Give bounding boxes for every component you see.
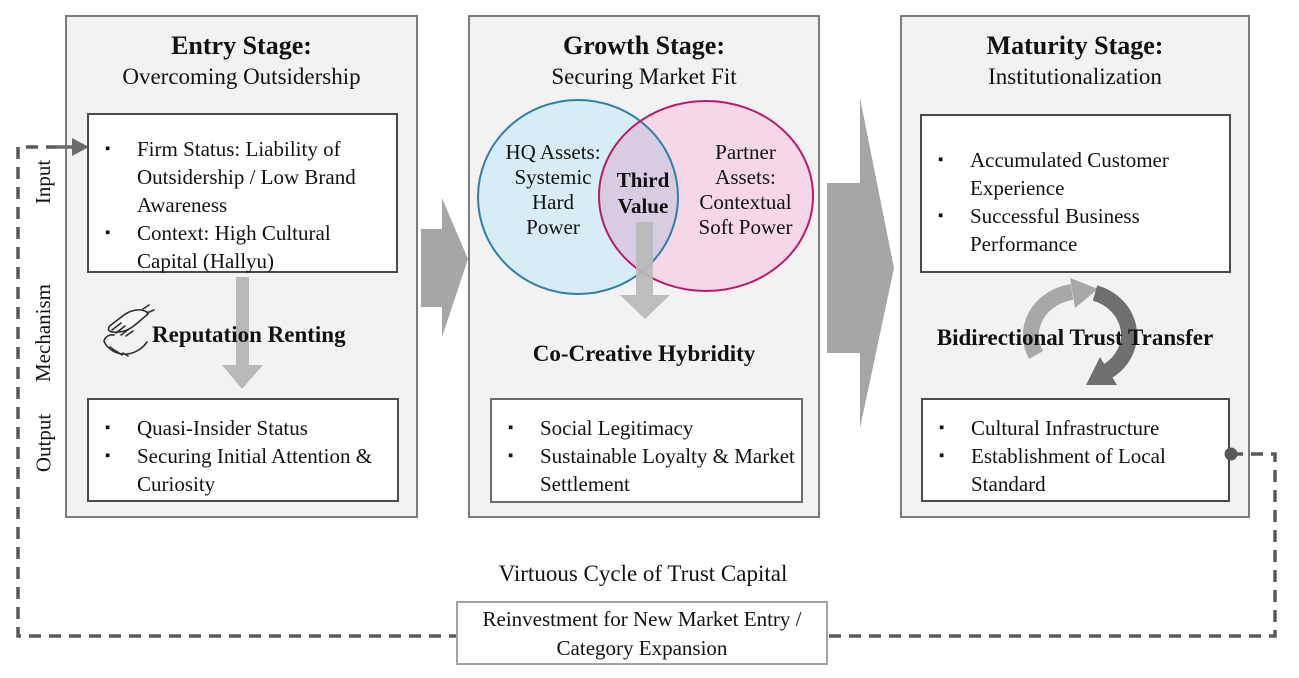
reinvestment-box: Reinvestment for New Market Entry / Cate…: [456, 601, 828, 665]
entry-stage-subtitle: Overcoming Outsidership: [122, 64, 361, 89]
entry-input-box: ▪ Firm Status: Liability of Outsidership…: [87, 113, 398, 273]
list-item: ▪ Social Legitimacy: [492, 414, 801, 442]
bullet-icon: ▪: [105, 141, 111, 157]
entry-input-item-1: Firm Status: Liability of Outsidership /…: [137, 137, 356, 217]
down-arrow-growth: [620, 222, 670, 319]
list-item: ▪ Securing Initial Attention & Curiosity: [89, 442, 397, 498]
virtuous-cycle-label: Virtuous Cycle of Trust Capital: [498, 561, 788, 586]
entry-output-item-1: Quasi-Insider Status: [137, 416, 308, 440]
stage-arrow-growth-to-maturity: [827, 98, 894, 428]
bullet-icon: ▪: [105, 225, 111, 241]
entry-mechanism-label: Reputation Renting: [152, 322, 346, 347]
maturity-mechanism-label: Bidirectional Trust Transfer: [936, 325, 1214, 350]
growth-output-item-2: Sustainable Loyalty & Market Settlement: [540, 444, 795, 496]
list-item: ▪ Accumulated Customer Experience: [922, 146, 1229, 202]
maturity-output-box: ▪ Cultural Infrastructure ▪ Establishmen…: [921, 398, 1230, 502]
list-item: ▪ Firm Status: Liability of Outsidership…: [89, 135, 396, 219]
bullet-icon: ▪: [105, 448, 111, 464]
growth-stage-subtitle: Securing Market Fit: [551, 64, 737, 89]
row-label-mechanism: Mechanism: [31, 284, 55, 382]
list-item: ▪ Sustainable Loyalty & Market Settlemen…: [492, 442, 801, 498]
venn-left-label: HQ Assets: Systemic Hard Power: [505, 140, 601, 239]
row-label-input: Input: [31, 159, 55, 205]
down-arrow-entry: [222, 277, 263, 389]
growth-stage-title-area: Growth Stage: Securing Market Fit: [468, 15, 820, 518]
bullet-icon: ▪: [105, 420, 111, 436]
maturity-stage-title-area: Maturity Stage: Institutionalization: [900, 15, 1250, 518]
list-item: ▪ Quasi-Insider Status: [89, 414, 397, 442]
entry-output-box: ▪ Quasi-Insider Status ▪ Securing Initia…: [87, 398, 399, 502]
helping-hands-icon: [103, 304, 155, 357]
venn-center-label: Third Value: [616, 168, 670, 218]
bullet-icon: ▪: [939, 448, 945, 464]
venn-right-label: Partner Assets: Contextual Soft Power: [698, 140, 793, 239]
row-label-output: Output: [31, 413, 56, 473]
list-item: ▪ Successful Business Performance: [922, 202, 1229, 258]
entry-stage-title: Entry Stage:: [171, 31, 312, 60]
entry-input-item-2: Context: High Cultural Capital (Hallyu): [137, 221, 331, 273]
bullet-icon: ▪: [938, 152, 944, 168]
growth-output-box: ▪ Social Legitimacy ▪ Sustainable Loyalt…: [490, 398, 803, 503]
maturity-input-box: ▪ Accumulated Customer Experience ▪ Succ…: [920, 114, 1231, 273]
maturity-stage-subtitle: Institutionalization: [988, 64, 1162, 89]
maturity-stage-title: Maturity Stage:: [986, 31, 1164, 60]
list-item: ▪ Context: High Cultural Capital (Hallyu…: [89, 219, 396, 275]
growth-output-item-1: Social Legitimacy: [540, 416, 694, 440]
growth-stage-title: Growth Stage:: [562, 31, 725, 60]
bullet-icon: ▪: [939, 420, 945, 436]
maturity-input-item-1: Accumulated Customer Experience: [970, 148, 1169, 200]
entry-stage-title-area: Entry Stage: Overcoming Outsidership: [65, 15, 418, 518]
growth-mechanism-label: Co-Creative Hybridity: [532, 341, 756, 366]
bullet-icon: ▪: [508, 448, 514, 464]
bullet-icon: ▪: [508, 420, 514, 436]
list-item: ▪ Cultural Infrastructure: [923, 414, 1228, 442]
list-item: ▪ Establishment of Local Standard: [923, 442, 1228, 498]
cycle-arrows-icon: [1022, 278, 1137, 385]
entry-output-item-2: Securing Initial Attention & Curiosity: [137, 444, 373, 496]
input-arrow: [56, 138, 89, 156]
maturity-output-item-2: Establishment of Local Standard: [971, 444, 1166, 496]
bullet-icon: ▪: [938, 208, 944, 224]
stage-arrow-entry-to-growth: [421, 198, 468, 337]
maturity-input-item-2: Successful Business Performance: [970, 204, 1140, 256]
maturity-output-item-1: Cultural Infrastructure: [971, 416, 1160, 440]
